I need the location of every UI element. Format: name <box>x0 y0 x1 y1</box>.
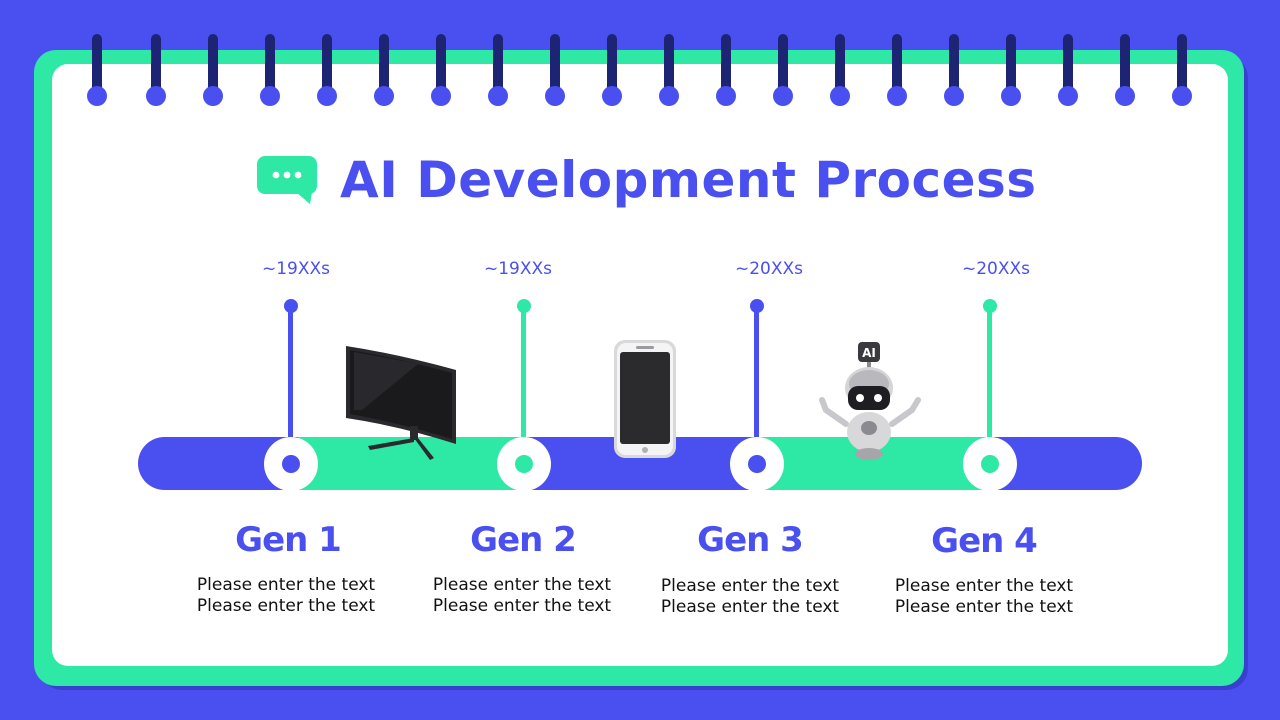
stage-description: Please enter the text Please enter the t… <box>660 576 840 617</box>
stage-description: Please enter the text Please enter the t… <box>196 575 376 616</box>
spiral-ring <box>716 34 736 106</box>
stage-date: ~19XXs <box>261 259 331 279</box>
ai-robot-icon: AI <box>819 342 921 460</box>
spiral-ring <box>545 34 565 106</box>
spiral-ring <box>317 34 337 106</box>
stage-date: ~20XXs <box>961 259 1031 279</box>
timeline-node <box>963 437 1017 491</box>
stage-title: Gen 4 <box>931 521 1038 561</box>
spiral-ring <box>1001 34 1021 106</box>
spiral-ring <box>887 34 907 106</box>
stage-title: Gen 3 <box>697 520 804 560</box>
spiral-ring <box>944 34 964 106</box>
stage-description: Please enter the text Please enter the t… <box>432 575 612 616</box>
spiral-ring <box>431 34 451 106</box>
stage-title: Gen 1 <box>235 520 342 560</box>
robot-badge-text: AI <box>862 346 876 360</box>
timeline-stem <box>288 306 293 464</box>
stage-description: Please enter the text Please enter the t… <box>894 576 1074 617</box>
spiral-ring <box>773 34 793 106</box>
title-row: AI Development Process <box>256 150 1037 210</box>
timeline-node <box>730 437 784 491</box>
spiral-ring <box>1172 34 1192 106</box>
spiral-ring <box>203 34 223 106</box>
spiral-ring <box>830 34 850 106</box>
spiral-ring <box>146 34 166 106</box>
stage-date: ~20XXs <box>734 259 804 279</box>
spiral-ring <box>374 34 394 106</box>
spiral-ring <box>1115 34 1135 106</box>
stage-date: ~19XXs <box>483 259 553 279</box>
timeline-node <box>497 437 551 491</box>
timeline-stem <box>754 306 759 464</box>
spiral-ring <box>488 34 508 106</box>
curved-monitor-icon <box>346 346 456 460</box>
timeline-stem <box>987 306 992 464</box>
chat-bubble-icon <box>257 156 317 204</box>
smartphone-icon <box>614 340 676 458</box>
spiral-ring <box>260 34 280 106</box>
spiral-ring <box>602 34 622 106</box>
spiral-ring <box>87 34 107 106</box>
spiral-ring <box>659 34 679 106</box>
page-title: AI Development Process <box>340 151 1037 209</box>
timeline-stem <box>521 306 526 464</box>
timeline-node <box>264 437 318 491</box>
stage-title: Gen 2 <box>470 520 577 560</box>
spiral-ring <box>1058 34 1078 106</box>
